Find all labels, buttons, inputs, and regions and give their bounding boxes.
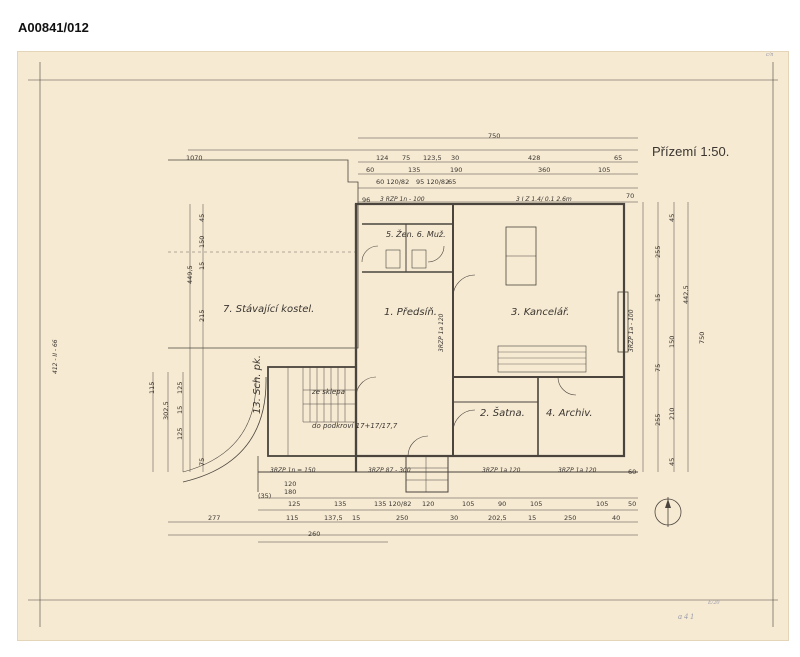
archive-id: A00841/012 [18,20,89,35]
dim-bottom-30: 30 [450,514,459,522]
room-label-predsin: 1. Předsíň. [384,307,437,318]
dim-left-302-5: 302,5 [162,401,170,420]
dim-left-150: 150 [198,235,206,248]
pencil-mark-corner: c/n [766,52,774,58]
room-label-wc: 5. Žen. 6. Muž. [386,230,446,239]
dim-right-60: 60 [628,468,637,476]
dim-bottom-260: 260 [308,530,321,538]
dim-top-123-5: 123,5 [423,154,442,162]
note-rzp-bottom-2: 3RZP 87 - 300 [368,467,411,474]
room-label-kostel: 7. Stávající kostel. [223,304,315,315]
dim-left-45: 45 [198,213,206,222]
note-rzp-bottom-1: 3RZP 1n = 150 [270,467,316,474]
note-rzp-top: 3 RZP 1n - 100 [380,196,425,203]
dim-top-96: 96 [362,196,371,204]
dim-bottom-105c: 105 [596,500,609,508]
dim-top-428: 428 [528,154,541,162]
dim-bottom-135: 135 [334,500,347,508]
dim-top-190: 190 [450,166,463,174]
room-label-kancelar: 3. Kancelář. [511,307,570,318]
dim-top-65b: 65 [448,178,457,186]
dim-top-124: 124 [376,154,389,162]
dim-left-15b: 15 [176,405,184,414]
dim-top-65: 65 [614,154,623,162]
dim-right-75: 75 [654,363,662,372]
dim-top-70: 70 [626,192,635,200]
dim-left-125a: 125 [176,381,184,394]
note-rzp-bottom-3: 3RZP 1a 120 [482,467,521,474]
dim-bottom-40: 40 [612,514,621,522]
room-label-satna: 2. Šatna. [480,408,525,419]
dim-bottom-250b: 250 [564,514,577,522]
dim-bottom-250a: 250 [396,514,409,522]
dim-top-135: 135 [408,166,421,174]
drawing-title: Přízemí 1:50. [652,144,730,159]
dim-right-150: 150 [668,335,676,348]
dim-top-75: 75 [402,154,411,162]
dim-bottom-125: 125 [288,500,301,508]
dim-bottom-15b: 15 [528,514,537,522]
dim-left-125b: 125 [176,427,184,440]
note-ze-sklepa: ze sklepa [312,388,345,396]
pencil-mark-bottom: a 4 1 [678,612,694,621]
dim-right-45b: 45 [668,457,676,466]
dim-right-255b: 255 [654,413,662,426]
dim-bottom-105b: 105 [530,500,543,508]
dim-top-360: 360 [538,166,551,174]
note-do-podkrovi: do podkroví 17+17/17,7 [312,422,398,430]
dim-left-115: 115 [148,381,156,394]
dim-left-75: 75 [198,457,206,466]
dim-right-750: 750 [698,331,706,344]
dim-bottom-202-5: 202,5 [488,514,507,522]
dim-right-15: 15 [654,293,662,302]
dim-top-95-120: 95 120/82 [416,178,450,186]
dim-bottom-277: 277 [208,514,221,522]
dim-bottom-35: (35) [258,492,272,500]
note-rzp-right: 3RZP 1a - 100 [628,309,635,352]
dim-left-215: 215 [198,309,206,322]
dim-bottom-50: 50 [628,500,637,508]
room-label-schodiste: 13. Sch. pk. [252,355,263,414]
drawing-sheet: Přízemí 1:50. 7. Stávající kostel. 1. Př… [18,52,788,640]
dim-bottom-120: 120 [422,500,435,508]
dim-bottom-90: 90 [498,500,507,508]
dim-bottom-137-5: 137,5 [324,514,343,522]
room-label-archiv: 4. Archiv. [546,408,593,419]
dim-top-30: 30 [451,154,460,162]
dim-right-442-5: 442,5 [682,285,690,304]
pencil-mark-stamp: E/20 [708,600,720,606]
dim-right-45a: 45 [668,213,676,222]
floor-plan-drawing [28,62,778,627]
dim-top-1070: 1070 [186,154,203,162]
dim-bottom-120b: 120 [284,480,297,488]
dim-top-750: 750 [488,132,501,140]
dim-bottom-105a: 105 [462,500,475,508]
dim-bottom-135-120: 135 120/82 [374,500,412,508]
note-rzp-corridor: 3RZP 1a 120 [438,313,445,352]
note-window-top: 3 I Z 1.4/ 0.1 2.6m [516,196,572,203]
dim-right-210: 210 [668,407,676,420]
dim-bottom-15a: 15 [352,514,361,522]
dim-left-449-5: 449,5 [186,265,194,284]
dim-bottom-180: 180 [284,488,297,496]
dim-top-60: 60 [366,166,375,174]
dim-top-60-120: 60 120/82 [376,178,410,186]
dim-left-15: 15 [198,261,206,270]
note-sheet-side-code: 412 - II - 66 [52,339,59,374]
dim-right-255a: 255 [654,245,662,258]
note-rzp-bottom-4: 3RZP 1a 120 [558,467,597,474]
dim-top-105: 105 [598,166,611,174]
dim-bottom-115: 115 [286,514,299,522]
